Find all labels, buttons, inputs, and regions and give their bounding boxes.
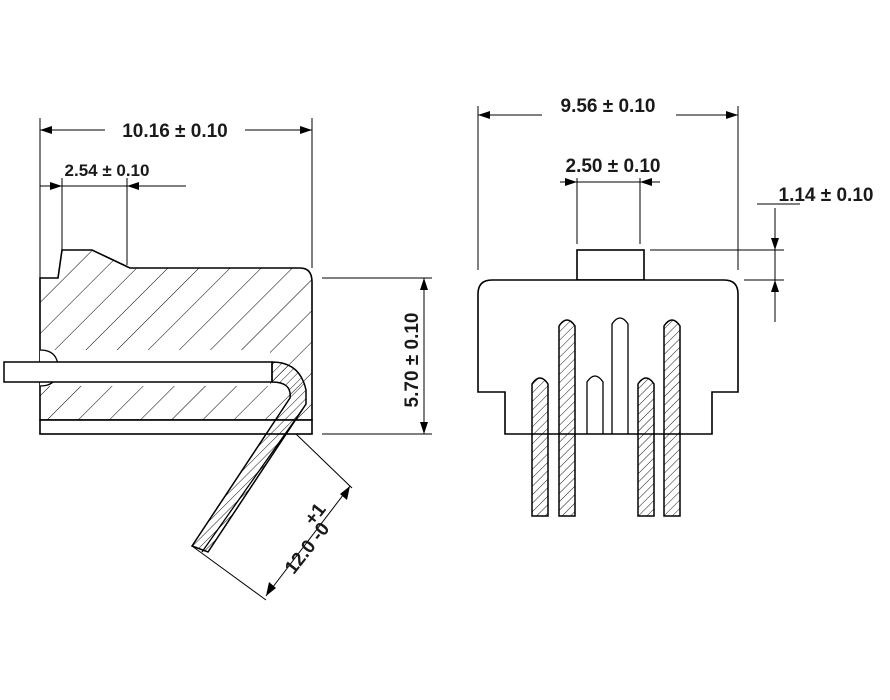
side-height-label: 5.70 ± 0.10: [402, 313, 423, 408]
lead-length-label: 12.0 -0: [281, 519, 334, 579]
side-body-section: [39, 249, 313, 421]
actuator-height-label: 1.14 ± 0.10: [779, 185, 874, 206]
front-pin-long-left: [558, 319, 576, 517]
front-body: [477, 279, 739, 435]
side-base-plate: [39, 419, 313, 435]
front-width-label: 9.56 ± 0.10: [561, 96, 656, 117]
side-width-label: 10.16 ± 0.10: [122, 121, 228, 142]
side-pitch-label: 2.54 ± 0.10: [65, 161, 150, 180]
front-view: 9.56 ± 0.10 2.50 ± 0.10 1.14 ± 0.10: [477, 94, 874, 517]
front-actuator: [576, 249, 645, 281]
side-lead-bent: [190, 361, 307, 553]
side-view: 10.16 ± 0.10 2.54 ± 0.10 5.70 ± 0.10 +1 …: [3, 118, 432, 601]
front-pin-short-left: [531, 377, 549, 517]
front-pin-short-right: [637, 377, 655, 517]
actuator-width-label: 2.50 ± 0.10: [566, 156, 661, 177]
front-pin-long-right: [663, 319, 681, 517]
side-lead-horizontal: [3, 361, 273, 383]
